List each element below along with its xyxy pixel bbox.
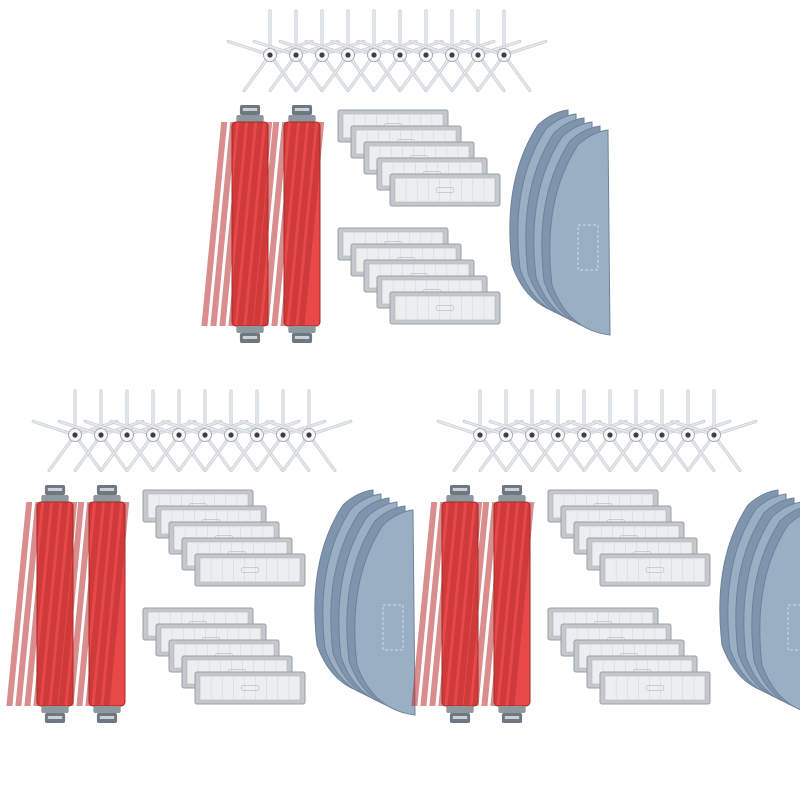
side-brush	[252, 9, 340, 93]
kit-top	[201, 9, 611, 343]
filter-stack	[547, 607, 711, 705]
filter-stack	[337, 109, 501, 207]
hepa-filter	[389, 291, 501, 325]
side-brush	[540, 389, 628, 473]
mop-pad-stack	[719, 489, 800, 711]
hepa-filter	[599, 671, 711, 705]
mop-pad-stack	[509, 109, 611, 336]
filter-stack	[547, 489, 711, 587]
side-brush	[304, 9, 392, 93]
main-roller-brush	[411, 485, 483, 723]
main-roller-brush	[58, 485, 130, 723]
side-brush	[187, 389, 275, 473]
main-roller-pair	[201, 105, 325, 343]
filter-stack	[337, 227, 501, 325]
side-brush	[434, 9, 522, 93]
hepa-filter	[389, 173, 501, 207]
mop-pad	[759, 515, 800, 711]
side-brush	[57, 389, 145, 473]
mop-pad-stack	[314, 489, 416, 716]
kit-bottom-right	[411, 389, 800, 723]
side-brush	[670, 389, 758, 473]
side-brush	[436, 389, 524, 473]
filter-stack	[142, 607, 306, 705]
kit-bottom-left	[6, 389, 416, 723]
main-roller-pair	[411, 485, 535, 723]
side-brush	[356, 9, 444, 93]
side-brush	[135, 389, 223, 473]
side-brush-row	[31, 389, 353, 473]
mop-pad	[549, 129, 611, 336]
main-roller-pair	[6, 485, 130, 723]
main-roller-brush	[253, 105, 325, 343]
hepa-filter	[194, 671, 306, 705]
side-brush	[566, 389, 654, 473]
mop-pad	[354, 509, 416, 716]
side-brush-row	[436, 389, 758, 473]
hepa-filter	[194, 553, 306, 587]
side-brush	[226, 9, 314, 93]
side-brush	[408, 9, 496, 93]
side-brush-row	[226, 9, 548, 93]
hepa-filter	[599, 553, 711, 587]
filter-stack	[142, 489, 306, 587]
main-roller-brush	[463, 485, 535, 723]
side-brush	[460, 9, 548, 93]
side-brush	[265, 389, 353, 473]
main-roller-brush	[201, 105, 273, 343]
